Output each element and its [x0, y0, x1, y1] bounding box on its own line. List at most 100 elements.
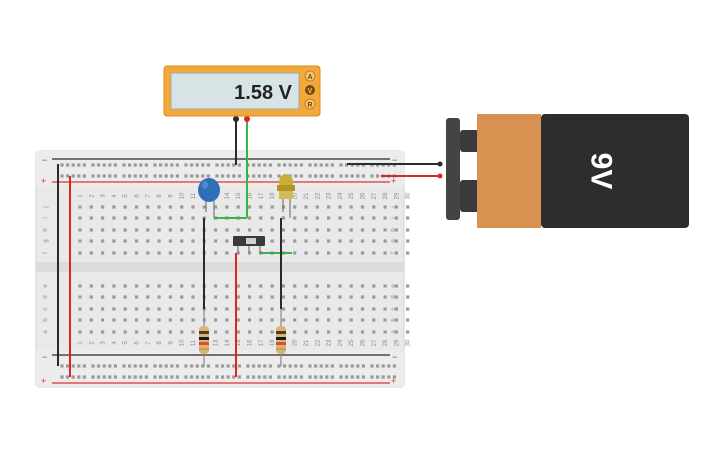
terminal-hole[interactable]	[304, 239, 308, 243]
multimeter[interactable]: 1.58 V A V R	[163, 65, 321, 117]
terminal-hole[interactable]	[349, 284, 353, 288]
rail-hole[interactable]	[206, 163, 210, 167]
rail-hole[interactable]	[113, 375, 117, 379]
rail-hole[interactable]	[175, 364, 179, 368]
terminal-hole[interactable]	[247, 228, 252, 232]
rail-hole[interactable]	[60, 375, 64, 379]
rail-hole[interactable]	[133, 375, 137, 379]
rail-hole[interactable]	[314, 163, 318, 167]
terminal-hole[interactable]	[112, 205, 116, 209]
rail-hole[interactable]	[139, 174, 143, 178]
terminal-hole[interactable]	[214, 307, 218, 311]
terminal-hole[interactable]	[112, 318, 116, 322]
rail-hole[interactable]	[330, 163, 334, 167]
terminal-hole[interactable]	[134, 295, 139, 299]
terminal-hole[interactable]	[101, 284, 105, 288]
terminal-hole[interactable]	[112, 307, 116, 311]
rail-hole[interactable]	[102, 375, 106, 379]
rail-hole[interactable]	[221, 364, 225, 368]
terminal-hole[interactable]	[394, 239, 398, 243]
rail-hole[interactable]	[226, 364, 230, 368]
terminal-hole[interactable]	[293, 318, 297, 322]
rail-hole[interactable]	[215, 364, 219, 368]
rail-hole[interactable]	[215, 163, 219, 167]
terminal-hole[interactable]	[315, 330, 319, 334]
terminal-hole[interactable]	[123, 284, 127, 288]
terminal-hole[interactable]	[123, 228, 127, 232]
rail-hole[interactable]	[294, 174, 298, 178]
terminal-hole[interactable]	[338, 205, 342, 209]
terminal-hole[interactable]	[146, 330, 150, 334]
rail-hole[interactable]	[246, 375, 250, 379]
terminal-hole[interactable]	[293, 205, 297, 209]
terminal-hole[interactable]	[180, 330, 184, 334]
terminal-hole[interactable]	[112, 295, 116, 299]
rail-hole[interactable]	[184, 364, 188, 368]
terminal-hole[interactable]	[327, 216, 331, 220]
terminal-hole[interactable]	[259, 228, 263, 232]
rail-hole[interactable]	[226, 174, 230, 178]
rail-hole[interactable]	[268, 174, 272, 178]
terminal-hole[interactable]	[247, 216, 252, 220]
rail-hole[interactable]	[66, 163, 70, 167]
rail-hole[interactable]	[215, 375, 219, 379]
terminal-hole[interactable]	[360, 307, 365, 311]
rail-hole[interactable]	[153, 163, 157, 167]
rail-hole[interactable]	[339, 174, 343, 178]
mode-button-a[interactable]: A	[304, 70, 316, 82]
rail-hole[interactable]	[288, 375, 292, 379]
rail-hole[interactable]	[294, 364, 298, 368]
rail-hole[interactable]	[263, 163, 267, 167]
terminal-hole[interactable]	[394, 295, 398, 299]
rail-hole[interactable]	[387, 364, 391, 368]
terminal-hole[interactable]	[394, 251, 398, 255]
rail-hole[interactable]	[263, 364, 267, 368]
rail-hole[interactable]	[325, 163, 329, 167]
rail-hole[interactable]	[133, 174, 137, 178]
terminal-hole[interactable]	[259, 205, 263, 209]
rail-hole[interactable]	[299, 375, 303, 379]
rail-hole[interactable]	[319, 364, 323, 368]
multimeter-v-terminal[interactable]	[244, 116, 250, 122]
terminal-hole[interactable]	[315, 216, 319, 220]
terminal-hole[interactable]	[157, 295, 161, 299]
terminal-hole[interactable]	[123, 205, 127, 209]
terminal-hole[interactable]	[304, 284, 308, 288]
terminal-hole[interactable]	[349, 295, 353, 299]
terminal-hole[interactable]	[304, 330, 308, 334]
terminal-hole[interactable]	[191, 307, 195, 311]
terminal-hole[interactable]	[349, 318, 353, 322]
terminal-hole[interactable]	[180, 228, 184, 232]
rail-hole[interactable]	[190, 364, 194, 368]
rail-hole[interactable]	[66, 174, 70, 178]
rail-hole[interactable]	[102, 174, 106, 178]
terminal-hole[interactable]	[406, 330, 410, 334]
rail-hole[interactable]	[139, 364, 143, 368]
terminal-hole[interactable]	[394, 216, 398, 220]
rail-hole[interactable]	[294, 375, 298, 379]
terminal-hole[interactable]	[383, 307, 387, 311]
terminal-hole[interactable]	[338, 307, 342, 311]
terminal-hole[interactable]	[360, 295, 365, 299]
rail-hole[interactable]	[361, 364, 365, 368]
terminal-hole[interactable]	[134, 239, 139, 243]
rail-hole[interactable]	[308, 375, 312, 379]
rail-hole[interactable]	[153, 375, 157, 379]
rail-hole[interactable]	[232, 375, 236, 379]
terminal-hole[interactable]	[372, 330, 376, 334]
terminal-hole[interactable]	[360, 239, 365, 243]
terminal-hole[interactable]	[168, 239, 172, 243]
terminal-hole[interactable]	[112, 330, 116, 334]
terminal-hole[interactable]	[236, 284, 240, 288]
terminal-hole[interactable]	[394, 284, 398, 288]
terminal-hole[interactable]	[134, 307, 139, 311]
terminal-hole[interactable]	[180, 284, 184, 288]
terminal-hole[interactable]	[372, 228, 376, 232]
terminal-hole[interactable]	[214, 205, 218, 209]
switch-toggle[interactable]	[246, 238, 256, 244]
terminal-hole[interactable]	[214, 251, 218, 255]
terminal-hole[interactable]	[360, 228, 365, 232]
terminal-hole[interactable]	[168, 295, 172, 299]
terminal-hole[interactable]	[101, 228, 105, 232]
